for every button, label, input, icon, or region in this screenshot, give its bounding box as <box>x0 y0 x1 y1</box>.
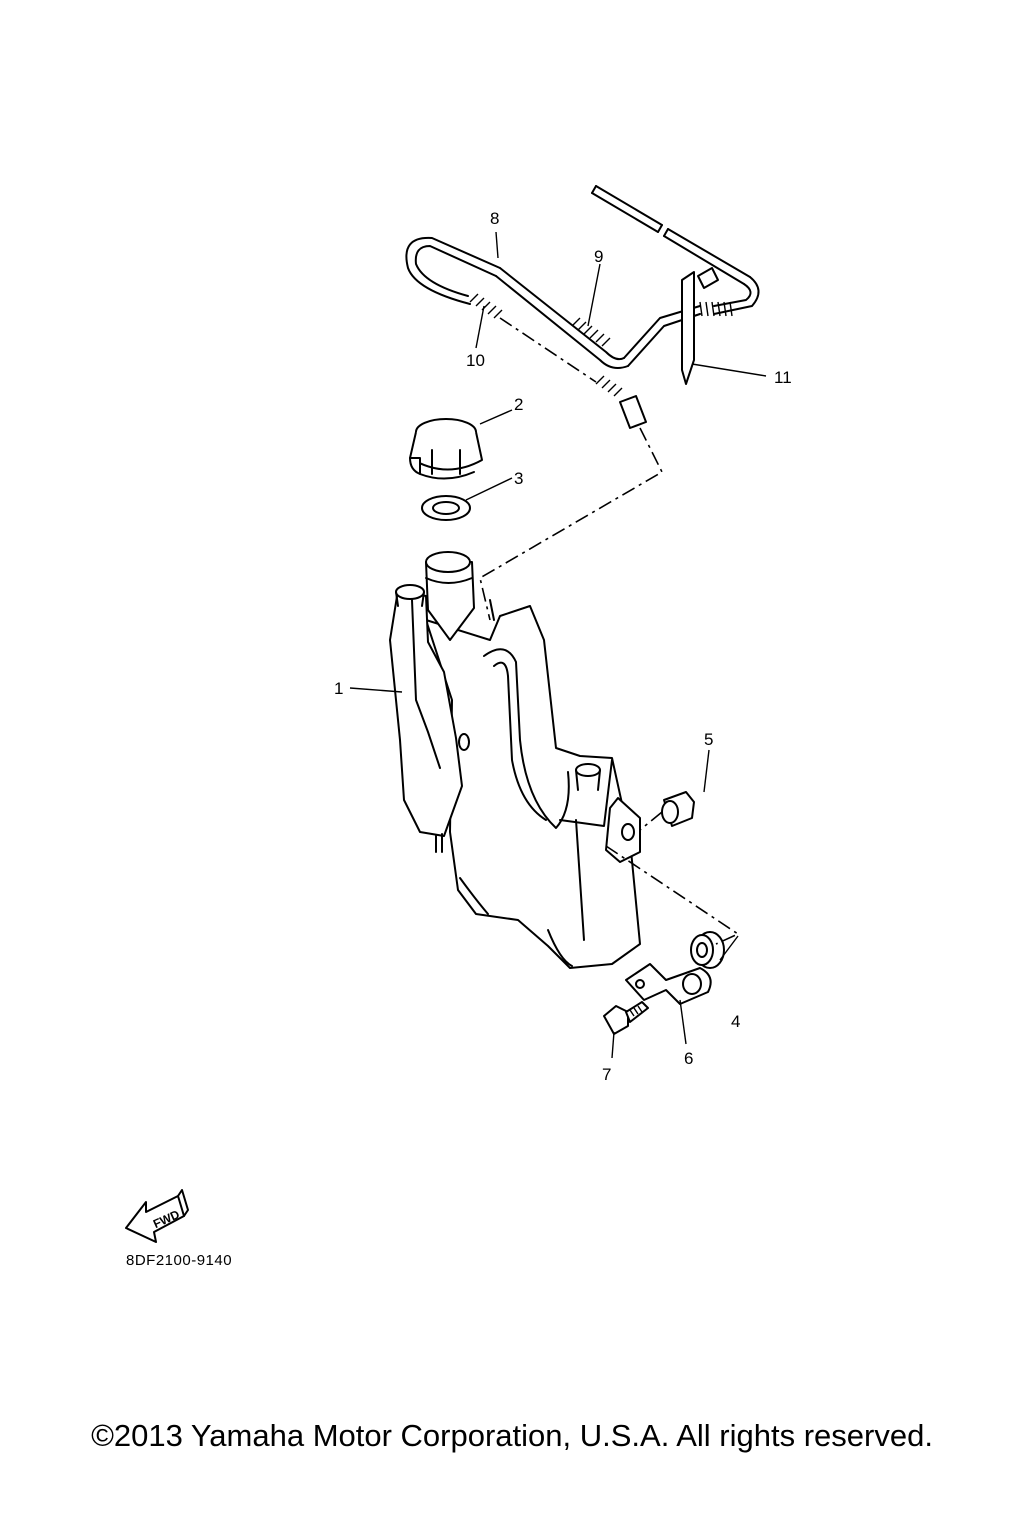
callout-7: 7 <box>602 1065 611 1084</box>
callout-11: 11 <box>774 368 792 387</box>
bolt <box>603 1001 649 1035</box>
callout-6: 6 <box>684 1049 693 1068</box>
callout-5: 5 <box>704 730 713 749</box>
callout-9: 9 <box>594 247 603 266</box>
hose-clip <box>681 267 719 385</box>
callout-10: 10 <box>466 351 485 370</box>
coolant-reservoir-tank <box>389 551 641 969</box>
diagram-code: 8DF2100-9140 <box>126 1252 233 1269</box>
callout-numbers: 1 2 3 4 5 6 7 8 9 10 11 <box>334 209 792 1084</box>
bushing <box>639 791 695 831</box>
callout-2: 2 <box>514 395 523 414</box>
fwd-arrow-icon: FWD <box>125 1189 189 1243</box>
callout-4: 4 <box>731 1012 740 1031</box>
copyright-notice: ©2013 Yamaha Motor Corporation, U.S.A. A… <box>91 1418 933 1453</box>
gasket <box>421 495 471 521</box>
callout-1: 1 <box>334 679 343 698</box>
callout-3: 3 <box>514 469 523 488</box>
callout-8: 8 <box>490 209 499 228</box>
tank-cap <box>409 418 483 480</box>
leader-lines <box>349 231 767 1059</box>
grommet <box>605 845 740 969</box>
clamp <box>625 963 712 1005</box>
